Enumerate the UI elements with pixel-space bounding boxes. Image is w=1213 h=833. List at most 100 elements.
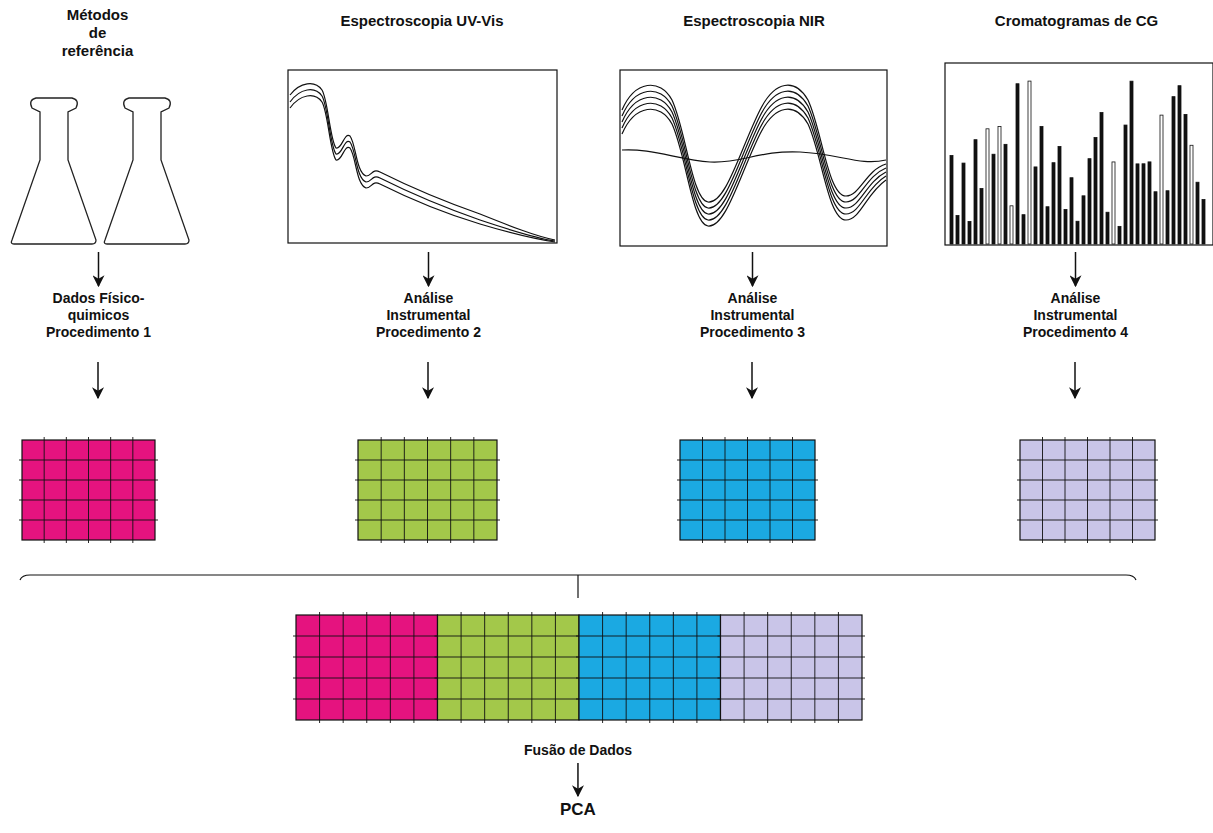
peak xyxy=(950,156,953,244)
peak xyxy=(1028,81,1031,244)
peak xyxy=(1166,191,1169,244)
grid-line xyxy=(677,460,818,461)
grid-line xyxy=(293,636,441,637)
grid-line xyxy=(1087,437,1088,543)
grid-line xyxy=(1065,437,1066,543)
chromatogram-frame xyxy=(945,63,1213,245)
grid-line xyxy=(413,612,414,723)
flask xyxy=(11,98,189,244)
arrow-connector xyxy=(752,252,754,286)
peak xyxy=(1124,125,1127,244)
panel: Métodos de referência xyxy=(5,6,190,248)
grid-line xyxy=(44,437,45,543)
grid-line xyxy=(293,657,441,658)
grid-line xyxy=(355,480,500,481)
grid-line xyxy=(1017,500,1158,501)
uv-spectra xyxy=(290,84,555,242)
peak xyxy=(1058,146,1061,244)
peak xyxy=(962,163,965,244)
grid-line xyxy=(319,612,320,723)
label-text: Fusão de Dados xyxy=(524,742,632,759)
grid-line xyxy=(404,437,405,543)
peak xyxy=(1130,81,1133,244)
heading: Cromatogramas de CG xyxy=(940,12,1213,30)
arrow xyxy=(98,362,1075,398)
peak xyxy=(1076,221,1079,244)
peak xyxy=(1112,162,1115,244)
grid-line xyxy=(576,699,724,700)
grid-line xyxy=(718,636,866,637)
grid-line xyxy=(626,612,627,723)
chromatogram-peaks xyxy=(950,81,1205,244)
peak xyxy=(1052,163,1055,244)
grid-line xyxy=(555,612,556,723)
grid-line xyxy=(132,437,133,543)
grid-line xyxy=(744,612,745,723)
peak xyxy=(1136,164,1139,244)
grid-line xyxy=(484,612,485,723)
bracket xyxy=(20,575,1136,598)
grid-line xyxy=(381,437,382,543)
arrow-connector xyxy=(98,252,100,286)
grid-line xyxy=(19,480,158,481)
procedure-label: Análise Instrumental Procedimento 4 xyxy=(1018,290,1133,341)
grid-line xyxy=(747,437,748,543)
label-text: Análise Instrumental Procedimento 3 xyxy=(695,290,810,341)
procedure-label: Análise Instrumental Procedimento 3 xyxy=(695,290,810,341)
peak xyxy=(968,221,971,244)
peak xyxy=(1040,127,1043,244)
peak xyxy=(1034,167,1037,244)
label-text: Análise Instrumental Procedimento 2 xyxy=(371,290,486,341)
grid-line xyxy=(576,678,724,679)
grid-line xyxy=(66,437,67,543)
grid-line xyxy=(343,612,344,723)
peak xyxy=(1064,209,1067,244)
grid-line xyxy=(508,612,509,723)
grid-line xyxy=(814,612,815,723)
peak xyxy=(956,216,959,244)
peak xyxy=(1160,115,1163,244)
grid-line xyxy=(435,657,583,658)
heading: Espectroscopia NIR xyxy=(615,12,893,30)
peak xyxy=(986,129,989,244)
peak xyxy=(1190,145,1193,244)
procedure-label: Dados Físico-quimicos Procedimento 1 xyxy=(41,290,156,341)
panel: Espectroscopia NIR xyxy=(615,12,893,248)
peak xyxy=(1088,159,1091,244)
grid-line xyxy=(390,612,391,723)
grid-line xyxy=(677,480,818,481)
panel: Espectroscopia UV-Vis xyxy=(282,12,562,248)
grid-line xyxy=(792,437,793,543)
grid-line xyxy=(435,636,583,637)
peak xyxy=(998,126,1001,244)
grid-line xyxy=(770,437,771,543)
peak xyxy=(1004,144,1007,244)
grid-line xyxy=(576,657,724,658)
peak xyxy=(1094,138,1097,244)
grid-line xyxy=(19,520,158,521)
grid-line xyxy=(435,699,583,700)
grid-line xyxy=(366,612,367,723)
data-matrix xyxy=(19,437,1158,723)
nir-spectra xyxy=(622,85,886,226)
grid-line xyxy=(355,520,500,521)
panel: Cromatogramas de CG xyxy=(940,12,1213,248)
grid-line xyxy=(718,657,866,658)
peak xyxy=(1142,164,1145,244)
grid-line xyxy=(293,699,441,700)
peak xyxy=(1010,206,1013,244)
heading: Métodos de referência xyxy=(62,6,134,60)
grid-line xyxy=(355,460,500,461)
peak xyxy=(1118,226,1121,244)
grid-line xyxy=(673,612,674,723)
grid-line xyxy=(19,460,158,461)
grid-line xyxy=(1017,520,1158,521)
grid-line xyxy=(725,437,726,543)
arrow-connector xyxy=(577,763,579,796)
grid-line xyxy=(450,437,451,543)
peak xyxy=(1082,196,1085,244)
arrow-connector xyxy=(428,252,430,286)
arrow-connector xyxy=(1075,252,1077,286)
peak xyxy=(1016,84,1019,244)
